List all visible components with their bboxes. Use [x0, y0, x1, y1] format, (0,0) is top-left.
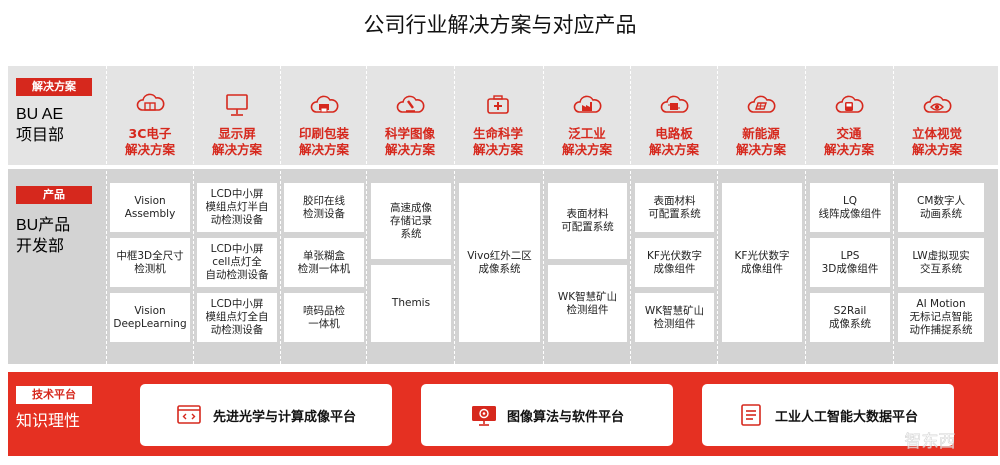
product-card: 表面材料可配置系统 [548, 183, 627, 259]
code-window-icon [177, 405, 201, 424]
platforms-row-label: 知识理性 [16, 413, 81, 430]
solution-circuit-board: 电路板解决方案 [631, 66, 717, 165]
column-separator [805, 66, 806, 364]
book-cloud-icon [136, 93, 165, 111]
product-card: 表面材料可配置系统 [635, 183, 714, 232]
platform-optics-computational-imaging: 先进光学与计算成像平台 [140, 384, 392, 446]
train-cloud-icon [835, 95, 864, 113]
product-card: LCD中小屏模组点灯半自动检测设备 [197, 183, 277, 232]
solution-general-industry: 泛工业解决方案 [544, 66, 630, 165]
medical-kit-icon [487, 95, 509, 114]
factory-cloud-icon [573, 95, 602, 113]
circuit-cloud-icon [660, 95, 689, 113]
product-card: 高速成像存储记录系统 [371, 183, 451, 259]
column-separator [717, 66, 718, 364]
solution-life-science: 生命科学解决方案 [455, 66, 541, 165]
product-card: WK智慧矿山检测组件 [635, 293, 714, 342]
column-separator [893, 66, 894, 364]
product-card: 喷码品检一体机 [284, 293, 364, 342]
product-card: KF光伏数字成像组件 [635, 238, 714, 287]
product-card: CM数字人动画系统 [898, 183, 984, 232]
column-separator [366, 66, 367, 364]
column-separator [630, 66, 631, 364]
solution-scientific-imaging: 科学图像解决方案 [367, 66, 453, 165]
product-card: Vivo红外二区成像系统 [459, 183, 540, 342]
product-card: KF光伏数字成像组件 [722, 183, 802, 342]
watermark-logo: 智东西 [904, 432, 956, 452]
solutions-tag: 解决方案 [16, 78, 92, 96]
products-tag: 产品 [16, 186, 92, 204]
product-card: LCD中小屏模组点灯全自动检测设备 [197, 293, 277, 342]
solution-display: 显示屏解决方案 [194, 66, 280, 165]
product-card: Themis [371, 265, 451, 342]
solutions-band [8, 66, 998, 165]
eye-cloud-icon [923, 95, 952, 113]
product-card: 单张糊盒检测一体机 [284, 238, 364, 287]
product-card: 中框3D全尺寸检测机 [110, 238, 190, 287]
column-separator [106, 66, 107, 364]
solar-cloud-icon [747, 95, 776, 113]
column-separator [280, 66, 281, 364]
page-title: 公司行业解决方案与对应产品 [363, 13, 637, 37]
solution-stereo-vision: 立体视觉解决方案 [894, 66, 980, 165]
printer-cloud-icon [310, 95, 339, 113]
solution-new-energy: 新能源解决方案 [718, 66, 804, 165]
algorithm-monitor-icon [471, 406, 496, 426]
column-separator [454, 66, 455, 364]
solution-printing-packaging: 印刷包装解决方案 [281, 66, 367, 165]
solution-3c-electronics: 3C电子解决方案 [107, 66, 193, 165]
svg-text:智东西: 智东西 [905, 432, 956, 452]
platforms-tag: 技术平台 [16, 386, 92, 404]
platform-image-algorithm-software: 图像算法与软件平台 [421, 384, 673, 446]
platform-industrial-ai-big-data: 工业人工智能大数据平台 [702, 384, 954, 446]
column-separator [193, 66, 194, 364]
column-separator [543, 66, 544, 364]
products-row-label: BU产品开发部 [16, 217, 71, 255]
solution-transportation: 交通解决方案 [806, 66, 892, 165]
product-card: LW虚拟现实交互系统 [898, 238, 984, 287]
product-card: WK智慧矿山检测组件 [548, 265, 627, 342]
product-card: 胶印在线检测设备 [284, 183, 364, 232]
monitor-icon [226, 94, 248, 116]
microscope-cloud-icon [396, 95, 425, 113]
data-list-icon [741, 404, 761, 426]
